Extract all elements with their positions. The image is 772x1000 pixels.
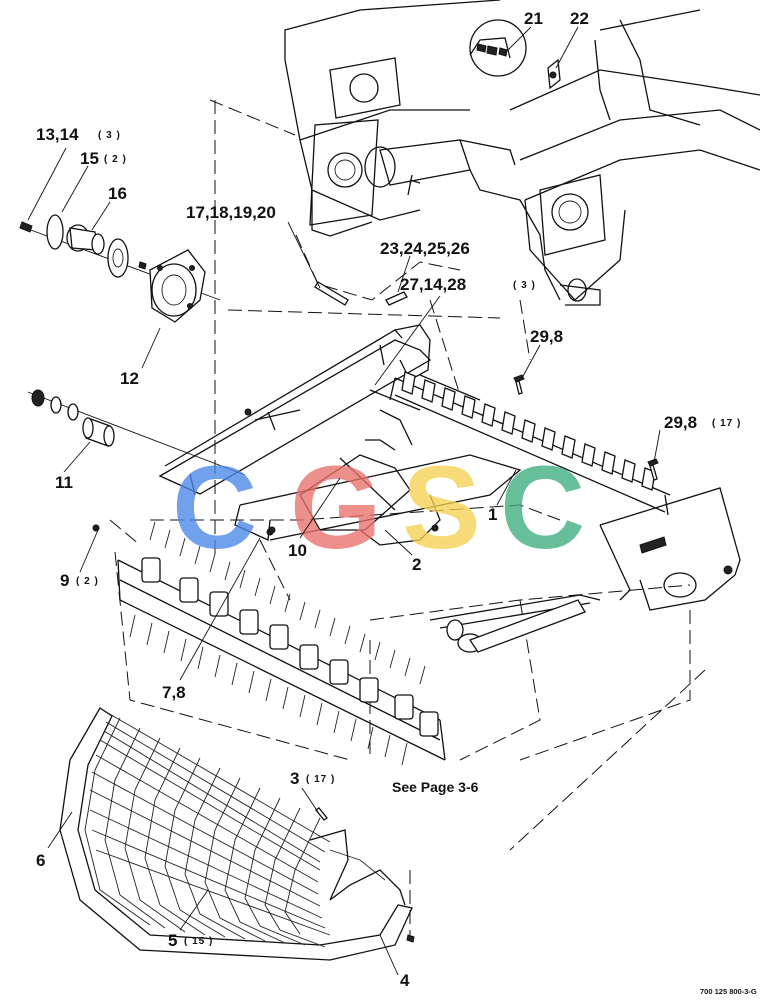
- watermark-letter: G: [290, 442, 382, 574]
- figure-code: 700 125 800-3-G: [700, 987, 757, 996]
- hardware-bolts: [92, 281, 659, 943]
- callout-4: 4: [400, 971, 410, 990]
- side-plate: [429, 487, 741, 653]
- callout-22: 22: [570, 9, 589, 28]
- callout-23-26: 23,24,25,26: [380, 239, 470, 258]
- callout-21: 21: [524, 9, 543, 28]
- callout-3: 3: [290, 769, 299, 788]
- watermark-letter: C: [172, 442, 257, 574]
- callout-1: 1: [488, 505, 497, 524]
- callout-17-20: 17,18,19,20: [186, 203, 276, 222]
- see-page-note: See Page 3-6: [392, 779, 479, 795]
- callout-29-8-right: 29,8: [664, 413, 697, 432]
- callout-12: 12: [120, 369, 139, 388]
- callout-29-8-right-qty: ( 17 ): [712, 418, 741, 429]
- rotor-tine-assembly: [117, 521, 446, 766]
- shaft-part-11-hardware: [27, 389, 246, 476]
- callout-15-qty: ( 2 ): [104, 154, 127, 165]
- callout-13-14-qty: ( 3 ): [98, 130, 121, 141]
- callout-6: 6: [36, 851, 45, 870]
- callout-27-14-28: 27,14,28: [400, 275, 466, 294]
- callout-7-8: 7,8: [162, 683, 186, 702]
- callout-9: 9: [60, 571, 69, 590]
- callout-29-8-top: 29,8: [530, 327, 563, 346]
- mounting-frame-part-2: [158, 324, 522, 546]
- bearing-hardware-group: [19, 214, 221, 301]
- watermark-letter: S: [402, 442, 481, 574]
- callout-10: 10: [288, 541, 307, 560]
- watermark-logo: C G S C: [172, 442, 585, 574]
- callout-5: 5: [168, 931, 177, 950]
- tine-bar-part-1: [389, 371, 671, 516]
- callout-labels: 21 22 13,14 ( 3 ) 15 ( 2 ) 16 17,18,19,2…: [36, 9, 757, 996]
- callout-leaders: [27, 26, 661, 976]
- bearing-housing-part-12: [149, 249, 206, 323]
- callout-3-qty: ( 17 ): [306, 774, 335, 785]
- callout-5-qty: ( 15 ): [184, 936, 213, 947]
- callout-16: 16: [108, 184, 127, 203]
- callout-11: 11: [55, 473, 73, 492]
- watermark-letter: C: [500, 442, 585, 574]
- callout-13-14: 13,14: [36, 125, 79, 144]
- callout-27-14-28-qty: ( 3 ): [513, 280, 536, 291]
- baler-frame: [284, 0, 761, 306]
- callout-2: 2: [412, 555, 421, 574]
- stripper-bands-part-5-6: [59, 707, 413, 961]
- callout-15: 15: [80, 149, 99, 168]
- callout-9-qty: ( 2 ): [76, 576, 99, 587]
